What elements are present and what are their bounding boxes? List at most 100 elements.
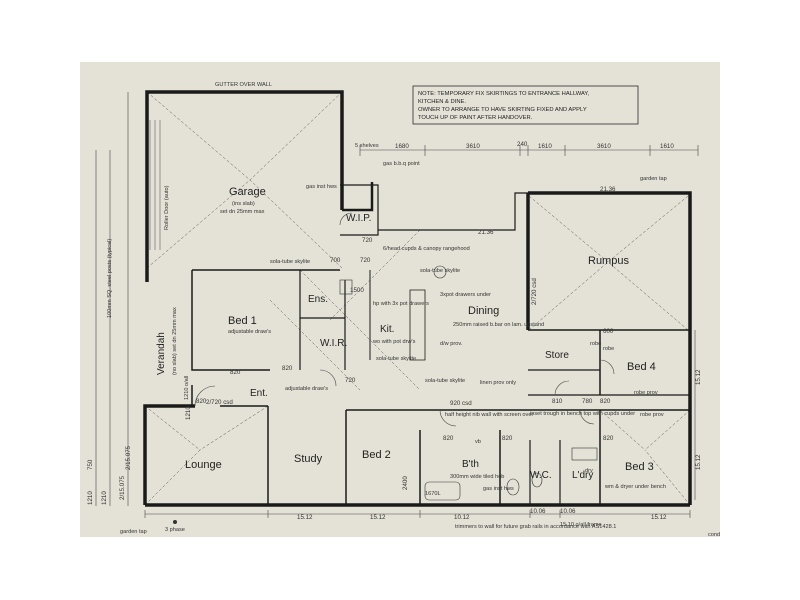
dim-bottom-4: 10.06 <box>530 508 546 515</box>
robe-prov-4: robe <box>590 341 601 347</box>
dim-s-21: 2/15.075 <box>125 445 132 470</box>
garden-tap-1: garden tap <box>640 176 667 182</box>
dim-top-4: 1610 <box>538 143 552 150</box>
bathtub <box>424 481 461 501</box>
dim-s-8: 2/720 csd <box>531 278 538 305</box>
dim-bottom-5: 10.06 <box>560 508 576 515</box>
room-ensuite: Ens. <box>308 294 328 305</box>
room-bed-3: Bed 3 <box>625 461 654 473</box>
room-store: Store <box>545 350 569 361</box>
dim-bottom-3: 10.12 <box>454 514 470 521</box>
gutter-label: GUTTER OVER WALL <box>215 82 272 88</box>
dry-note: dry <box>585 468 593 474</box>
dim-top-1: 1680 <box>395 143 409 150</box>
grab-rails-note: trimmers to wall for future grab rails i… <box>455 524 616 530</box>
hws-note: gas inst hws <box>483 486 514 492</box>
vanity-note: vb <box>475 439 481 445</box>
dim-s-13: 1500 <box>350 287 364 294</box>
dim-right-1: 15.12 <box>695 369 702 385</box>
roller-door-label: Roller Door (auto) <box>164 185 170 230</box>
solatube-2: sola-tube skylite <box>420 268 460 274</box>
dim-s-4: 820 <box>196 398 207 405</box>
dim-bottom-2: 15.12 <box>370 514 386 521</box>
dining-bar-note: 250mm raised b.bar on lam. upstand <box>453 322 544 328</box>
dim-s-18: 820 <box>443 435 454 442</box>
room-wip: W.I.P. <box>346 213 371 224</box>
dim-right-2: 15.12 <box>695 454 702 470</box>
room-study: Study <box>294 453 323 465</box>
dishwasher-note: d/w prov. <box>440 341 463 347</box>
solatube-1: sola-tube skylite <box>270 259 310 265</box>
dim-bottom-1: 15.12 <box>297 514 313 521</box>
steel-posts-note: 100mm SQ. steel posts (typical) <box>107 239 113 318</box>
ensuite-basin <box>339 279 353 295</box>
dim-left-4: 2/15.075 <box>119 475 126 500</box>
garage-setdown: set dn 25mm max <box>220 209 265 215</box>
shower-note: 300mm wide tiled hob <box>450 474 504 480</box>
nib-wall-note: half height nib wall with screen over <box>445 412 533 418</box>
bottom-dimension-lines <box>144 510 691 518</box>
room-kitchen: Kit. <box>380 324 394 335</box>
dim-s-10: 810 <box>552 398 563 405</box>
linen-note: linen prov only <box>480 380 516 386</box>
room-bathroom: B'th <box>462 459 479 470</box>
kitchen-sink <box>433 265 447 279</box>
dim-s-20: 820 <box>603 435 614 442</box>
verandah-note: (no slab) set dn 25mm max <box>172 307 178 375</box>
walls <box>143 90 692 507</box>
robe-prov-3: robe prov <box>634 390 658 396</box>
door-swings <box>194 212 615 427</box>
note-line-1: NOTE: TEMPORARY FIX SKIRTINGS TO ENTRANC… <box>418 91 590 97</box>
dim-top-3: 240 <box>517 141 528 148</box>
dim-s-2: 720 <box>360 257 371 264</box>
top-dimension-lines <box>359 145 699 156</box>
room-verandah: Verandah <box>156 332 167 375</box>
rumpus-width: 21.36 <box>600 186 616 193</box>
entry-drawers: adjustable draw's <box>285 386 328 392</box>
garden-tap-2: garden tap <box>120 529 147 535</box>
hotplate-note: hp with 3x pot drawers <box>373 301 429 307</box>
phase-note: 3 phase <box>165 527 185 533</box>
room-laundry: L'dry <box>572 470 593 481</box>
dim-s-14: 700 <box>330 257 341 264</box>
note-line-3: OWNER TO ARRANGE TO HAVE SKIRTING FIXED … <box>418 107 587 113</box>
dim-top-6: 1610 <box>660 143 674 150</box>
dim-s-9: 600 <box>603 328 614 335</box>
garage-slab: (ins slab) <box>232 201 255 207</box>
fixtures <box>339 265 598 501</box>
gas-bbq-note: gas b.b.q point <box>383 161 420 167</box>
dim-left-1: 1210 <box>87 491 94 505</box>
room-bed-1: Bed 1 <box>228 315 257 327</box>
dim-s-12: 820 <box>600 398 611 405</box>
dim-s-15: 2/720 csd <box>206 399 233 406</box>
kitchen-drawers: 3xpot drawers under <box>440 292 491 298</box>
shelves-note: 5 shelves <box>355 143 379 149</box>
room-lounge: Lounge <box>185 459 222 471</box>
dim-s-17: 1210 <box>185 406 192 420</box>
overall-note: 1210 o/all <box>184 376 190 400</box>
dim-bottom-6: 15.12 <box>651 514 667 521</box>
room-dining: Dining <box>468 305 499 317</box>
dim-s-16: 2400 <box>402 476 409 490</box>
wm-dryer-note: wm & dryer under bench <box>604 484 666 490</box>
room-wir: W.I.R. <box>320 338 347 349</box>
roller-door[interactable] <box>149 120 161 250</box>
dim-top-2: 3610 <box>466 143 480 150</box>
note-line-2: KITCHEN & DINE. <box>418 99 466 105</box>
bed1-drawers: adjustable draw's <box>228 329 271 335</box>
frame-note: 15.10 o/all frame <box>560 522 602 528</box>
room-bed-4: Bed 4 <box>627 361 656 373</box>
trough-note: inset trough in bench top with cupds und… <box>530 411 635 417</box>
note-box <box>412 85 639 125</box>
dim-top-5: 3610 <box>597 143 611 150</box>
dim-s-1: 720 <box>362 237 373 244</box>
dim-s-6: 920 csd <box>450 400 472 407</box>
room-rumpus: Rumpus <box>588 255 629 267</box>
dim-s-19: 820 <box>502 435 513 442</box>
gas-inst-note: gas inst hws <box>306 184 337 190</box>
robe-label-2: robe prov <box>640 412 664 418</box>
bath-length: 1670L <box>425 491 441 497</box>
paper-sheet <box>80 62 720 537</box>
room-bed-2: Bed 2 <box>362 449 391 461</box>
